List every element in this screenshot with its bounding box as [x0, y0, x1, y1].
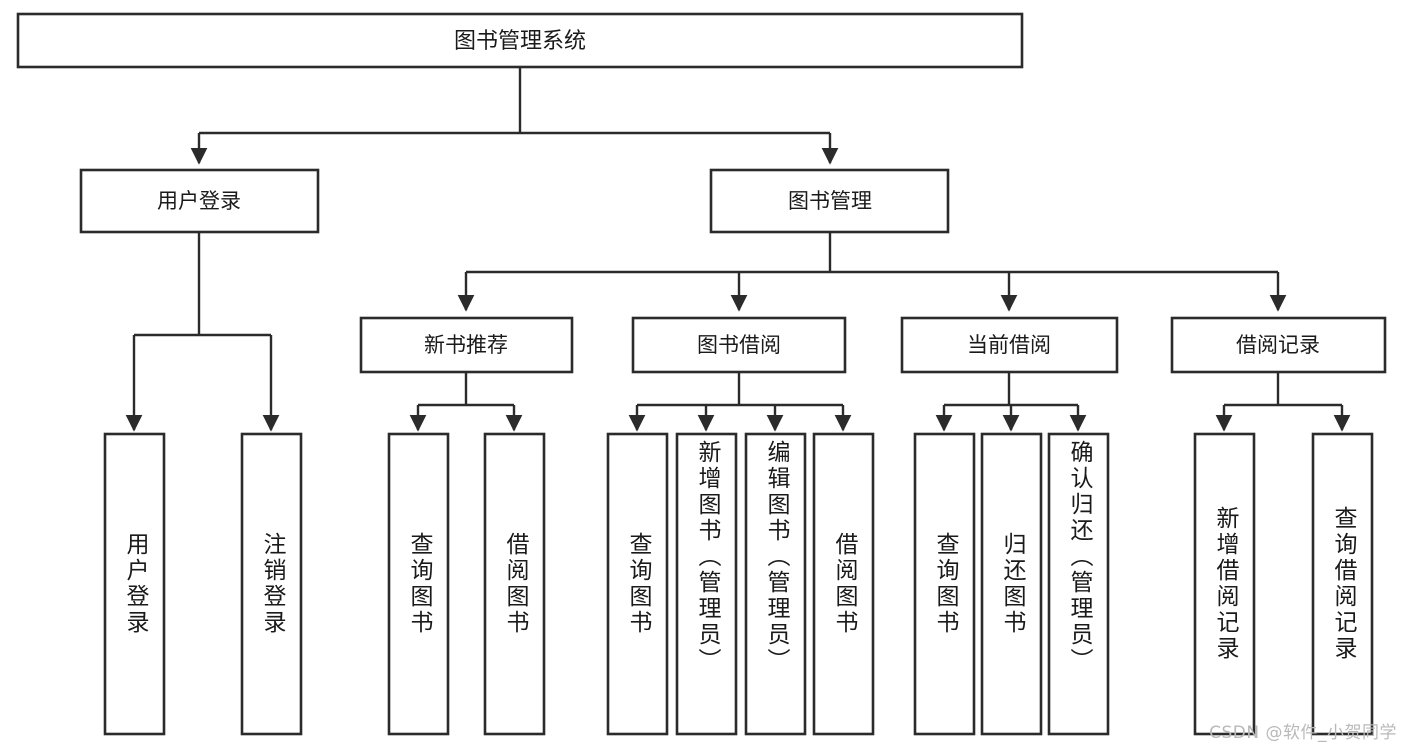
node-book-management-label: 图书管理 [788, 189, 872, 213]
connector-bookmgmt-to-level3 [457, 232, 1287, 312]
leaf-newbook-query[interactable] [387, 432, 450, 736]
node-book-management[interactable]: 图书管理 [709, 168, 950, 234]
node-root-label: 图书管理系统 [454, 29, 586, 54]
node-new-book-recommend-label: 新书推荐 [424, 333, 508, 357]
connector-root-to-level2 [190, 67, 839, 165]
leaf-borrow-borrow[interactable] [812, 432, 875, 736]
leaf-record-query[interactable] [1311, 432, 1374, 736]
leaf-newbook-borrow[interactable] [483, 432, 546, 736]
node-root[interactable]: 图书管理系统 [16, 12, 1024, 69]
connector-current-to-leaves [935, 372, 1087, 432]
leaf-borrow-query[interactable] [606, 432, 669, 736]
node-current-borrow-label: 当前借阅 [967, 333, 1051, 357]
node-user-login-label: 用户登录 [157, 189, 241, 213]
connector-borrow-to-leaves [628, 372, 852, 432]
node-new-book-recommend[interactable]: 新书推荐 [359, 316, 574, 374]
leaf-record-add[interactable] [1193, 432, 1256, 736]
leaf-current-confirm[interactable] [1047, 432, 1110, 736]
connector-record-to-leaves [1215, 372, 1351, 432]
connector-userlogin-to-leaves [125, 232, 280, 432]
leaf-borrow-add[interactable] [675, 432, 738, 736]
leaf-current-return[interactable] [980, 432, 1043, 736]
node-book-borrow[interactable]: 图书借阅 [631, 316, 847, 374]
leaf-user-login-login[interactable] [103, 432, 166, 736]
connector-newbook-to-leaves [409, 372, 523, 432]
node-current-borrow[interactable]: 当前借阅 [900, 316, 1119, 374]
leaf-current-query[interactable] [913, 432, 976, 736]
node-borrow-record[interactable]: 借阅记录 [1170, 316, 1387, 374]
leaf-borrow-edit[interactable] [744, 432, 807, 736]
node-book-borrow-label: 图书借阅 [697, 333, 781, 357]
node-borrow-record-label: 借阅记录 [1236, 333, 1320, 357]
node-user-login[interactable]: 用户登录 [79, 168, 320, 234]
leaf-user-login-logout[interactable] [240, 432, 303, 736]
